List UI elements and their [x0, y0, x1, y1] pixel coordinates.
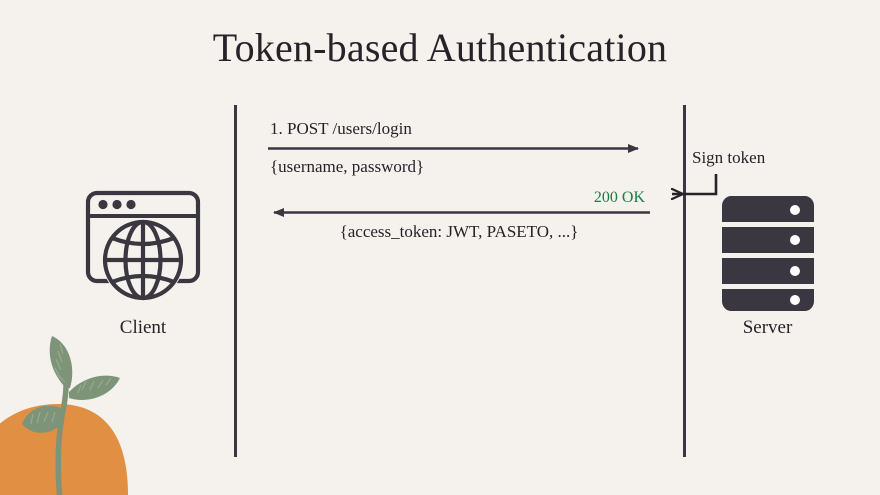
sign-token-arrow	[672, 174, 718, 194]
response-status-label: 200 OK	[593, 189, 645, 206]
request-title-label: 1. POST /users/login	[270, 119, 412, 138]
page-title: Token-based Authentication	[212, 25, 668, 70]
browser-globe-icon	[85, 190, 201, 301]
server-rack-icon	[722, 196, 814, 311]
lifeline-server	[683, 105, 686, 457]
plant-sprout	[22, 336, 120, 495]
server-label: Server	[742, 317, 793, 338]
response-body-label: {access_token: JWT, PASETO, ...}	[339, 222, 579, 241]
lifeline-client	[234, 105, 237, 457]
client-label: Client	[119, 317, 167, 338]
request-body-label: {username, password}	[270, 157, 425, 176]
sign-token-label: Sign token	[692, 148, 766, 167]
plant-orange-decoration	[0, 336, 128, 495]
